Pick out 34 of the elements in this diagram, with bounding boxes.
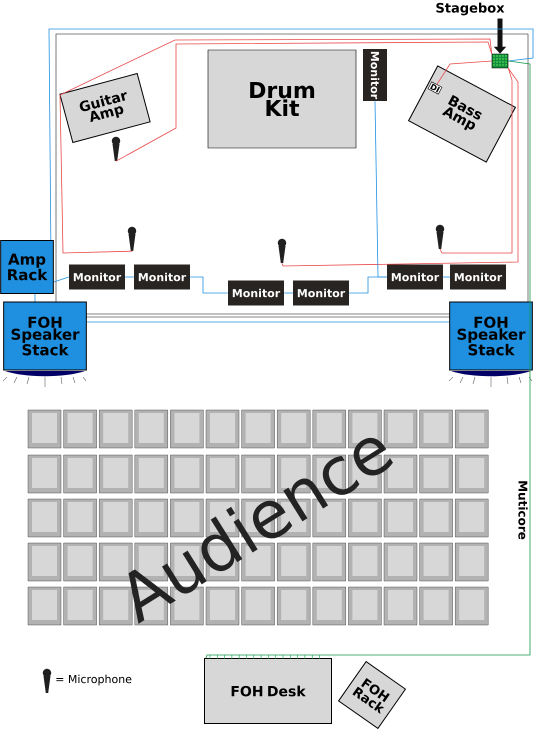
cable-line [284,292,294,294]
cable-line [48,28,534,240]
cable-line [60,38,492,254]
stagebox-icon [492,54,508,68]
microphone-icon [278,238,286,263]
cable-line [440,68,512,254]
desk-box: FOH Desk [204,658,332,724]
monitor-box: Monitor [363,49,387,101]
microphone-icon [112,136,120,161]
cable-line [190,276,228,294]
drum-kit-box: Drum Kit [208,50,356,148]
monitor-box: Monitor [387,264,443,290]
cable-line [116,42,492,162]
cable-line [53,276,70,282]
legend-text: = Microphone [56,674,132,686]
microphone-icon [436,224,444,249]
speaker-stack-box: FOH Speaker Stack [3,302,87,370]
cable-line [436,60,492,85]
stagebox-label: Stagebox [436,2,504,16]
cable-line [442,276,450,278]
cable-line [34,294,36,302]
monitor-box: Monitor [450,264,506,290]
rack-box: Amp Rack [0,240,54,294]
edge-label: Muticore [518,481,528,540]
monitor-box: Monitor [293,280,349,306]
cable-line [282,68,518,266]
cable-line [206,60,530,658]
monitor-box: Monitor [228,280,284,306]
microphone-icon [128,226,136,251]
monitor-box: Monitor [134,264,190,290]
monitor-box: Monitor [69,264,125,290]
cable-line [374,100,388,278]
cable-line [124,276,134,278]
speaker-stack-box: FOH Speaker Stack [449,302,533,370]
